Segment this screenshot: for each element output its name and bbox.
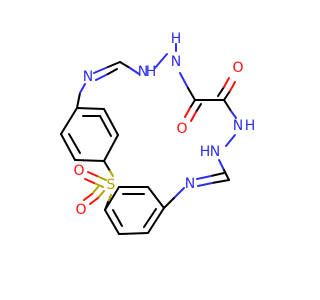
bond-n-top-to-ring (79, 83, 86, 94)
bond-nh-nh-top (154, 53, 168, 69)
bond-ring-top-1 (60, 107, 78, 135)
bond-ring-top-inner-2 (99, 115, 112, 137)
bond-ring-bottom-5 (104, 209, 120, 235)
bond-ring-top-4 (103, 134, 119, 162)
bond-c-to-nh-top (119, 61, 131, 69)
bond-carbonyl-to-nh-b (230, 110, 237, 119)
bond-imine-top-a (93, 66, 109, 74)
bond-ring-top-5 (103, 108, 119, 136)
bond-co-left-a (189, 99, 196, 109)
bond-imine-top-d (107, 68, 118, 75)
atom-h-top-a: H (146, 64, 157, 80)
bond-so-bottom-d (83, 193, 93, 201)
atom-s-sulfonyl: S (107, 177, 116, 193)
bond-nh-to-carbonyl-a (179, 72, 189, 89)
bond-ring-bottom-2 (147, 186, 165, 209)
atom-n-hydrazide-right-b: N (210, 144, 220, 160)
bond-co-right-a (223, 90, 231, 101)
bond-so-bottom-a (97, 190, 105, 199)
bond-n-bottom-to-ring-a (173, 187, 185, 199)
atom-n-imine-top: N (83, 69, 93, 85)
bond-imine-bottom-d (196, 175, 212, 180)
bond-co-left-c (195, 103, 202, 113)
bond-so-bottom-b (89, 197, 99, 205)
atom-n-hydrazide-top-b: N (171, 54, 181, 70)
bond-ring-top-2 (60, 133, 76, 161)
bond-ring-top-to-s-a (103, 160, 111, 172)
bond-nh-to-carbonyl-b (187, 87, 196, 101)
bond-c-to-nh-top-n (129, 67, 140, 75)
bond-nh-to-c-bottom-b (223, 169, 230, 181)
atom-n-imine-bottom: N (185, 176, 195, 192)
atom-o-sulfonyl-top: O (73, 163, 84, 179)
bond-s-to-ring-bottom-a (107, 194, 112, 203)
atom-o-carbonyl-right: O (232, 60, 243, 76)
bond-ring-top-3 (74, 159, 105, 162)
atom-h-top-b: H (171, 31, 182, 47)
bond-co-right-c (217, 86, 225, 97)
bond-so-bottom-c (91, 186, 99, 195)
atom-n-hydrazide-right-a: N (233, 118, 243, 134)
atom-h-right-b: H (200, 144, 211, 160)
bond-imine-bottom-b (197, 182, 213, 187)
bond-co-right-b (229, 81, 236, 92)
atom-labels: N H N N H O O N H H N N S O O (73, 31, 255, 218)
bond-so-top-c (93, 182, 104, 188)
bond-ring-top-6 (76, 107, 105, 110)
bond-ring-bottom-4 (118, 232, 149, 235)
bond-imine-bottom-a (211, 179, 230, 184)
bond-ring-bottom-inner-3 (112, 209, 123, 227)
bond-ring-top-inner-1 (68, 133, 81, 154)
atom-o-carbonyl-left: O (176, 121, 187, 137)
bond-co-right-d (223, 77, 230, 88)
bond-ring-bottom-3 (147, 207, 165, 234)
atom-h-right-a: H (245, 118, 256, 134)
bond-n-bottom-to-ring-b (163, 197, 175, 209)
atom-o-sulfonyl-bottom: O (75, 202, 86, 218)
bond-ring-top-to-s-b (109, 170, 114, 177)
bond-s-to-ring-bottom-b (104, 201, 109, 211)
bond-imine-bottom-c (210, 172, 225, 177)
bond-co-left-b (184, 107, 191, 118)
molecule-structure: N H N N H O O N H H N N S O O (60, 31, 255, 235)
bond-so-top-b (87, 171, 98, 177)
bond-imine-top-c (95, 73, 109, 81)
atom-n-hydrazide-top-a: N (138, 64, 148, 80)
bond-ring-bottom-inner-2 (143, 208, 157, 228)
bond-so-top-d (84, 178, 95, 184)
bond-nh-to-c-bottom-a (218, 159, 225, 171)
bond-ring-to-n-top (76, 92, 81, 109)
bond-co-left-d (190, 111, 197, 122)
bond-carbonyl-to-nh-a (223, 99, 232, 112)
bonds (60, 43, 237, 235)
bond-so-top-a (96, 175, 107, 181)
bond-nh-nh-right (225, 134, 236, 147)
bond-imine-top-b (107, 61, 121, 68)
